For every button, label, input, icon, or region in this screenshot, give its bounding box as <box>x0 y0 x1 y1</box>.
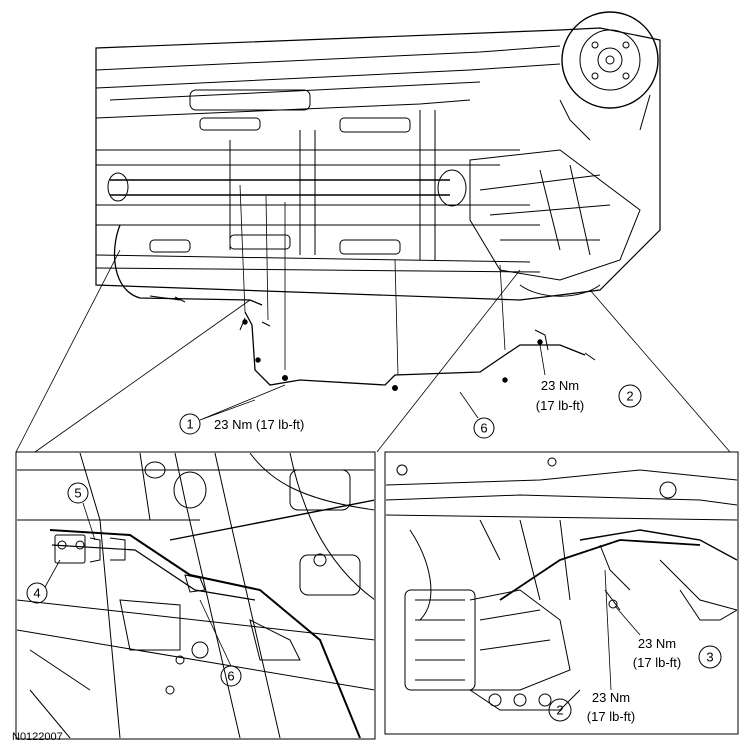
svg-text:2: 2 <box>556 703 563 718</box>
svg-text:23 Nm (17 lb-ft): 23 Nm (17 lb-ft) <box>214 417 304 432</box>
reference-id: N0122007 <box>12 731 63 743</box>
svg-text:6: 6 <box>227 669 234 684</box>
right-inset: 23 Nm (17 lb-ft) 3 23 Nm (17 lb-ft) 2 <box>384 451 739 735</box>
svg-text:5: 5 <box>74 486 81 501</box>
callout-2-top: 23 Nm (17 lb-ft) 2 <box>536 344 642 413</box>
callout-6-top: 6 <box>459 391 495 439</box>
svg-text:4: 4 <box>33 586 40 601</box>
callout-2-inset: 23 Nm (17 lb-ft) 2 <box>548 569 635 724</box>
callout-5: 5 <box>67 482 96 541</box>
callout-1: 1 23 Nm (17 lb-ft) <box>179 384 304 435</box>
callout-4: 4 <box>26 559 61 604</box>
svg-text:23 Nm: 23 Nm <box>638 636 676 651</box>
svg-text:(17 lb-ft): (17 lb-ft) <box>536 398 584 413</box>
svg-text:1: 1 <box>186 417 193 432</box>
svg-text:(17 lb-ft): (17 lb-ft) <box>633 655 681 670</box>
svg-text:(17 lb-ft): (17 lb-ft) <box>587 709 635 724</box>
underbody-illustration <box>95 11 661 391</box>
svg-text:2: 2 <box>626 389 633 404</box>
left-inset: 5 4 6 <box>15 451 376 740</box>
callout-6-inset: 6 <box>199 599 242 687</box>
svg-text:6: 6 <box>480 421 487 436</box>
svg-text:23 Nm: 23 Nm <box>541 378 579 393</box>
svg-text:23 Nm: 23 Nm <box>592 690 630 705</box>
projection-lines <box>15 249 731 453</box>
svg-text:3: 3 <box>706 650 713 665</box>
callout-3: 23 Nm (17 lb-ft) 3 <box>614 605 722 670</box>
